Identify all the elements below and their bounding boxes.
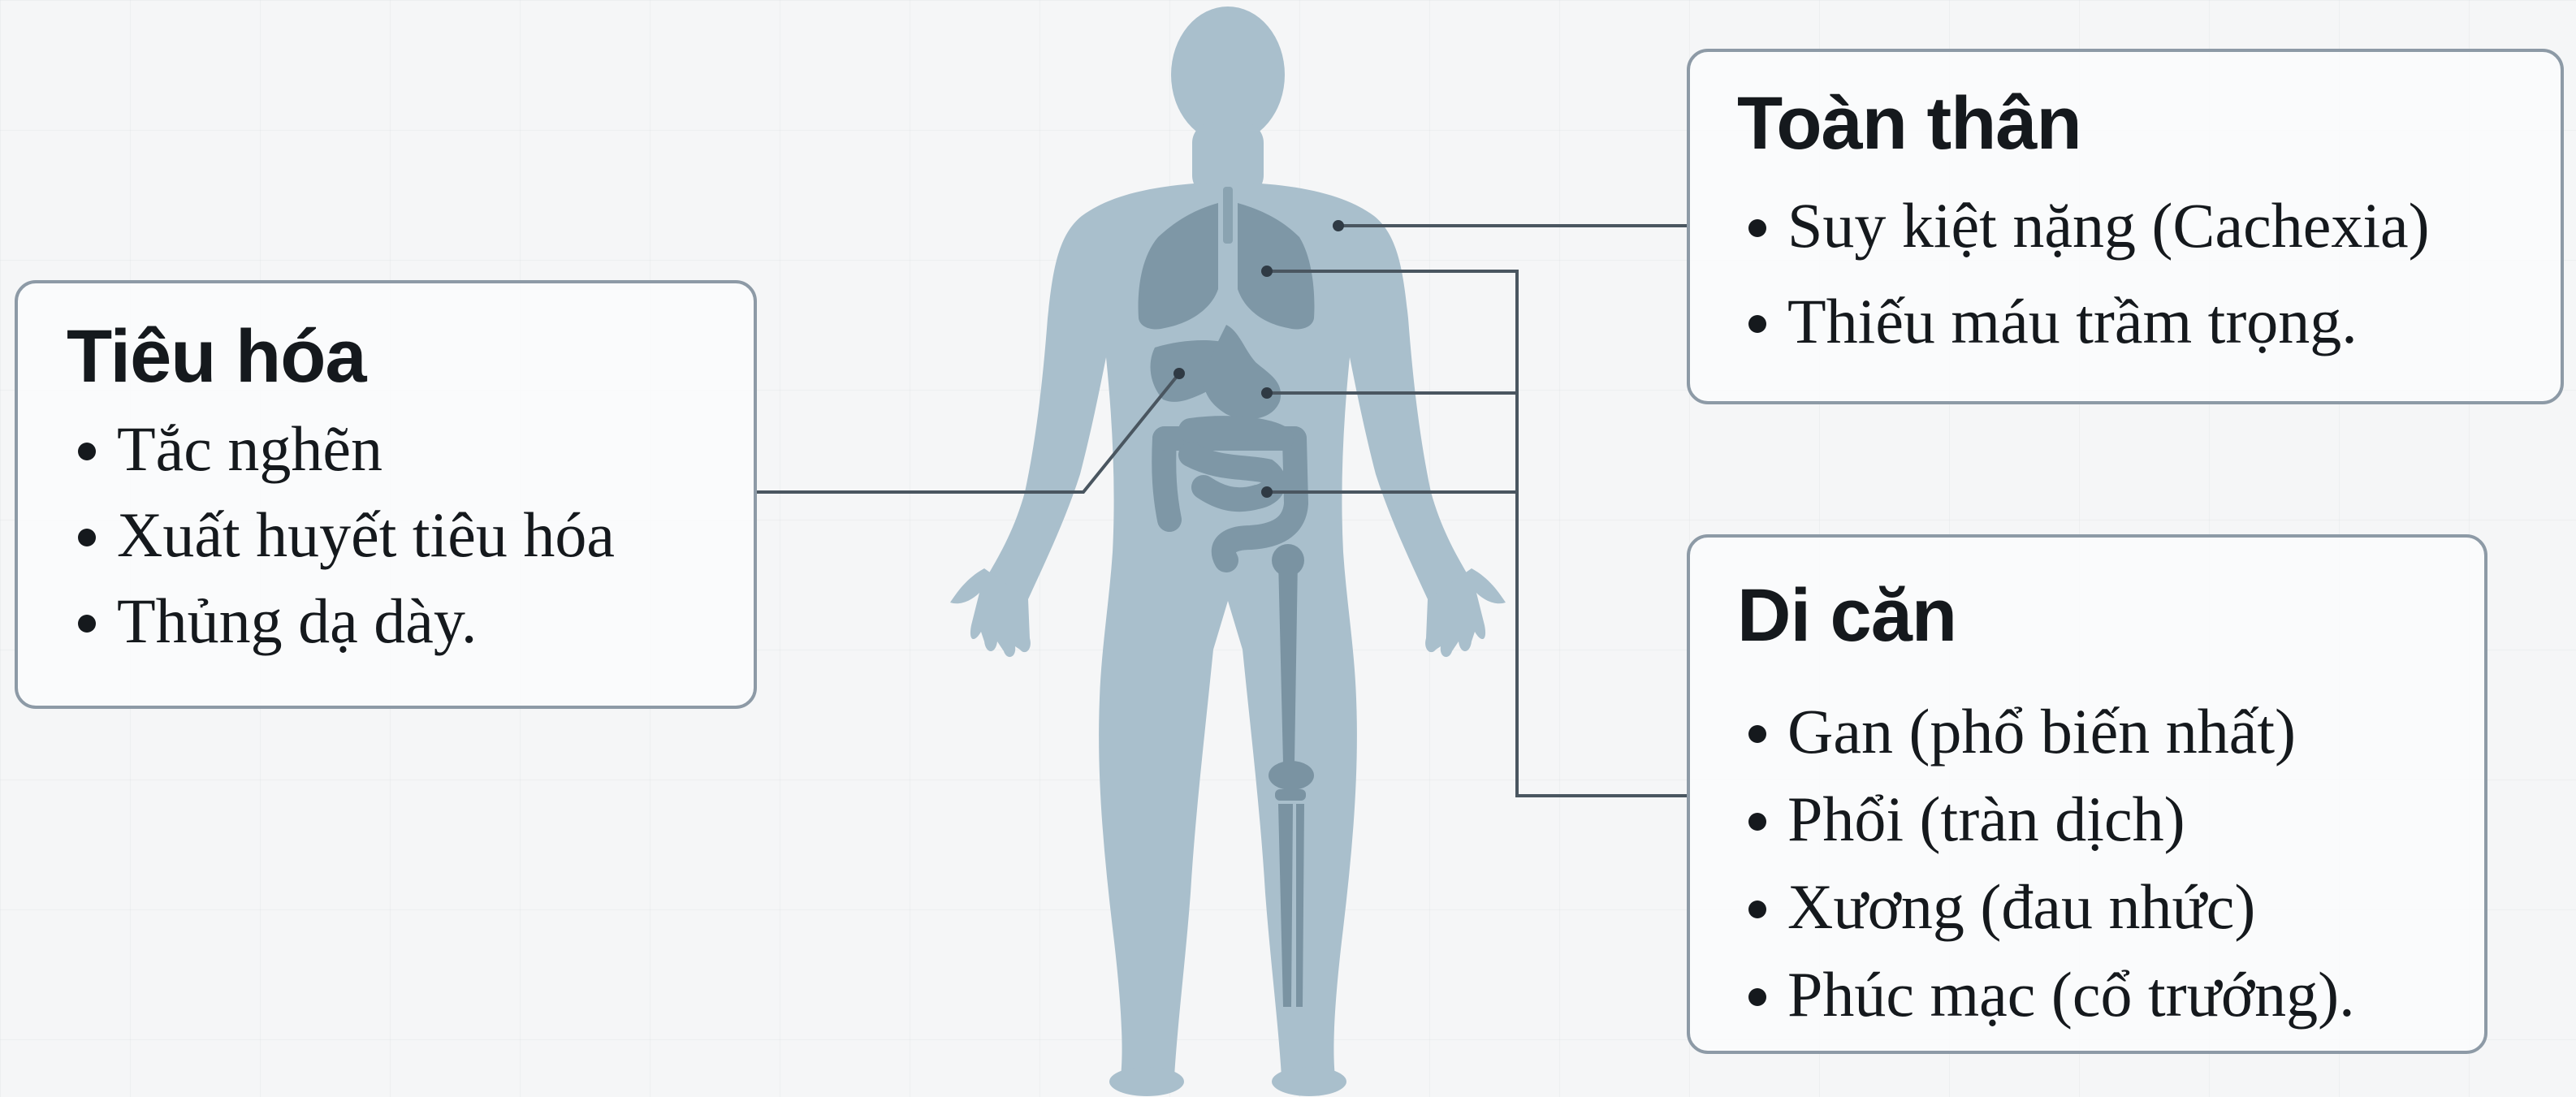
- panel-toan-than: Toàn thân Suy kiệt nặng (Cachexia) Thiếu…: [1687, 49, 2564, 404]
- panel-di-can: Di căn Gan (phổ biến nhất) Phổi (tràn dị…: [1687, 534, 2487, 1054]
- bullet-list-toan-than: Suy kiệt nặng (Cachexia) Thiếu máu trầm …: [1737, 178, 2561, 369]
- bullet-list-tieu-hoa: Tắc nghẽn Xuất huyết tiêu hóa Thủng dạ d…: [67, 406, 754, 664]
- marker-liver: [1173, 368, 1185, 379]
- bullet-item: Suy kiệt nặng (Cachexia): [1737, 178, 2561, 274]
- marker-body: [1333, 220, 1344, 231]
- marker-lung: [1261, 266, 1273, 277]
- bullet-item: Thiếu máu trầm trọng.: [1737, 274, 2561, 369]
- bullet-item: Tắc nghẽn: [67, 406, 754, 492]
- panel-title-tieu-hoa: Tiêu hóa: [67, 316, 754, 398]
- bullet-item: Phổi (tràn dịch): [1737, 775, 2484, 863]
- bullet-item: Xuất huyết tiêu hóa: [67, 492, 754, 578]
- panel-tieu-hoa: Tiêu hóa Tắc nghẽn Xuất huyết tiêu hóa T…: [15, 280, 757, 709]
- panel-title-toan-than: Toàn thân: [1737, 83, 2561, 165]
- panel-title-di-can: Di căn: [1737, 575, 2484, 657]
- bullet-item: Thủng dạ dày.: [67, 578, 754, 664]
- bullet-item: Xương (đau nhức): [1737, 863, 2484, 951]
- bullet-item: Phúc mạc (cổ trướng).: [1737, 951, 2484, 1039]
- bullet-item: Gan (phổ biến nhất): [1737, 688, 2484, 775]
- marker-intestine: [1261, 486, 1273, 498]
- marker-stomach: [1261, 387, 1273, 399]
- bullet-list-di-can: Gan (phổ biến nhất) Phổi (tràn dịch) Xươ…: [1737, 688, 2484, 1039]
